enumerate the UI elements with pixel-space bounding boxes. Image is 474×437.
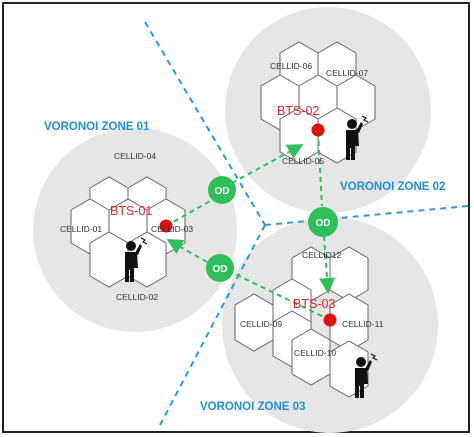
cell-label-10: CELLID-10 [294,348,336,358]
bts-01-label: BTS-01 [110,204,152,218]
bts-02-label: BTS-02 [277,104,319,118]
od-label-3: OD [213,264,228,275]
cell-label-01: CELLID-01 [60,224,102,234]
bts-01-dot [159,219,173,233]
cell-label-11: CELLID-11 [342,319,384,329]
od-node-1: OD [208,176,236,204]
od-label-1: OD [215,186,230,197]
cell-label-07: CELLID-07 [326,68,368,78]
zone-03-label: VORONOI ZONE 03 [200,401,305,413]
boundary-line-east [264,205,469,226]
hex-cluster-02 [260,41,376,164]
bts-02-dot [311,123,325,137]
od-flow-bts02-od2 [317,131,323,207]
od-flow-od3-bts01 [166,239,208,263]
bts-03-dot [323,313,337,327]
cell-label-12: CELLID12 [302,250,341,260]
zone-01-label: VORONOI ZONE 01 [44,121,150,133]
od-label-2: OD [316,218,331,229]
cell-label-02: CELLID-02 [116,292,158,302]
hex-cluster-03 [234,246,369,398]
zone-02-label: VORONOI ZONE 02 [340,181,445,193]
cell-label-09: CELLID-09 [240,319,282,329]
bts-03-label: BTS-03 [293,297,335,311]
hex-cluster-01 [70,176,186,288]
boundary-line-south [159,224,266,426]
od-node-2: OD [308,207,338,237]
cell-label-03: CELLID-03 [151,224,193,234]
od-flow-od1-bts02 [231,144,304,184]
cell-label-05: CELLID-05 [282,156,324,166]
od-flows [165,131,336,321]
od-flow-od2-bts03 [319,235,336,294]
cell-label-06: CELLID-06 [270,61,312,71]
cell-label-04: CELLID-04 [114,151,156,161]
od-node-3: OD [206,254,234,282]
voronoi-boundaries [144,21,469,426]
hex-cell-user-01 [89,231,129,288]
